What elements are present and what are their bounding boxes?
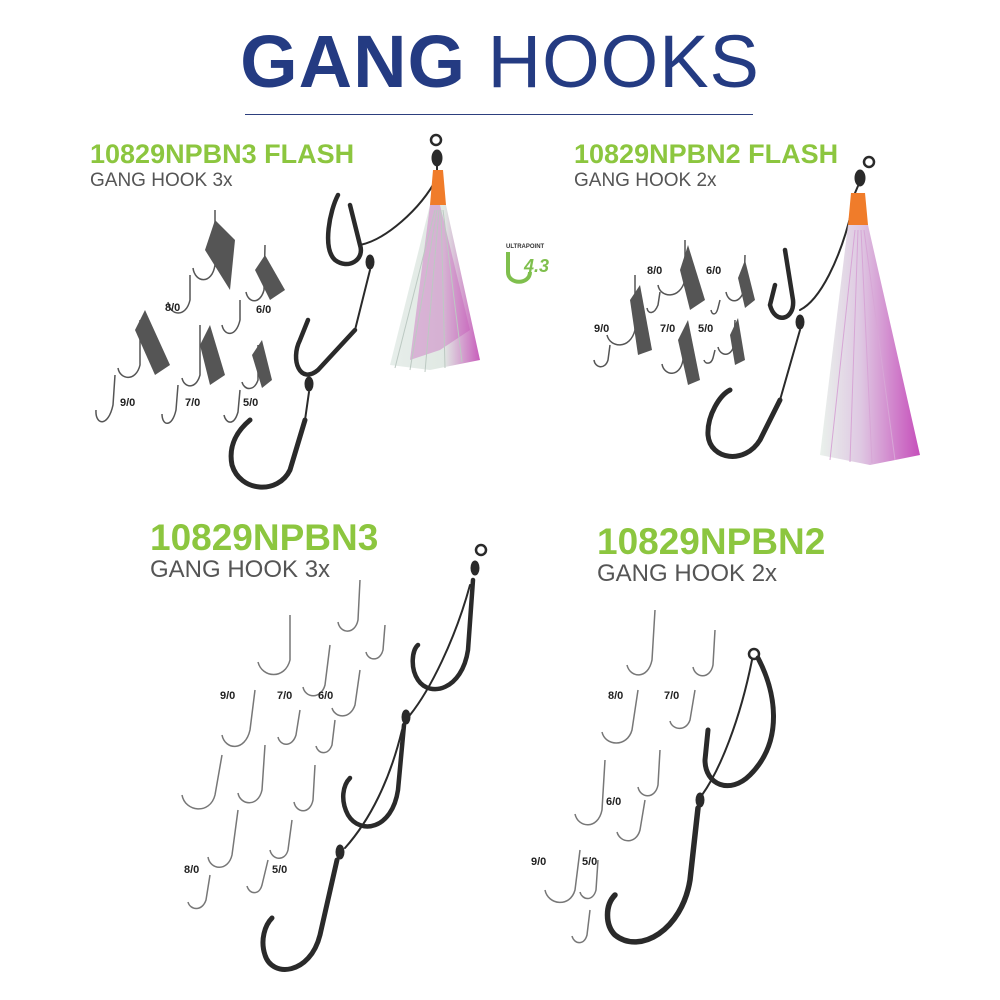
product-subtitle: GANG HOOK 2x xyxy=(574,170,717,191)
ring-icon xyxy=(862,155,876,169)
size-label: 5/0 xyxy=(272,864,288,876)
hook-icon xyxy=(410,577,476,692)
flash-2x-thumbnail-skirts xyxy=(630,245,755,385)
size-label: 9/0 xyxy=(220,690,236,702)
product-subtitle: GANG HOOK 3x xyxy=(90,170,233,191)
size-label: 5/0 xyxy=(243,397,259,409)
hook-icon xyxy=(293,317,358,377)
size-label: 7/0 xyxy=(185,397,201,409)
hook-icon xyxy=(702,655,776,789)
gang-2x-main-rig xyxy=(604,647,776,945)
flash-3x-size-thumbnails xyxy=(95,210,266,424)
flash-2x-main-rig xyxy=(705,155,876,459)
size-label: 5/0 xyxy=(698,323,714,335)
hook-icon xyxy=(767,247,796,320)
hook-icon xyxy=(260,857,340,972)
hook-icon xyxy=(228,417,308,490)
product-subtitle: GANG HOOK 2x xyxy=(597,560,778,587)
size-label: 5/0 xyxy=(582,856,598,868)
hook-icon xyxy=(325,192,364,267)
size-label: 8/0 xyxy=(184,864,200,876)
page-title: GANG HOOKS xyxy=(0,22,1000,102)
size-label: 6/0 xyxy=(606,796,622,808)
product-code: 10829NPBN2 FLASH xyxy=(574,139,839,169)
product-subtitle: GANG HOOK 3x xyxy=(150,556,331,583)
ring-icon xyxy=(474,543,488,557)
flash-2x-size-thumbnails xyxy=(593,240,746,374)
badge-brand: ULTRAPOINT xyxy=(506,244,545,250)
size-label: 9/0 xyxy=(531,856,547,868)
size-label: 6/0 xyxy=(706,265,722,277)
hook-icon xyxy=(705,387,783,459)
flash-2x-skirt xyxy=(820,193,920,465)
badge-value: 4.3 xyxy=(524,256,550,276)
size-label: 7/0 xyxy=(664,690,680,702)
swivel-icon xyxy=(854,169,866,187)
size-label: 8/0 xyxy=(608,690,624,702)
gang-3x-main-rig xyxy=(260,543,488,972)
size-label: 8/0 xyxy=(165,302,181,314)
product-code: 10829NPBN3 xyxy=(150,517,379,558)
flash-3x-thumbnail-skirts xyxy=(135,220,285,388)
swivel-icon xyxy=(470,560,480,576)
size-label: 7/0 xyxy=(660,323,676,335)
size-label: 6/0 xyxy=(256,304,272,316)
size-label: 7/0 xyxy=(277,690,293,702)
size-label: 9/0 xyxy=(120,397,136,409)
hook-icon xyxy=(604,805,701,945)
size-label: 9/0 xyxy=(594,323,610,335)
size-label: 6/0 xyxy=(318,690,334,702)
swivel-icon xyxy=(431,149,443,167)
title-bold: GANG xyxy=(240,20,467,103)
product-code: 10829NPBN2 xyxy=(597,521,826,562)
gang-3x-size-thumbnails xyxy=(181,579,386,910)
size-label: 8/0 xyxy=(647,265,663,277)
ultrapoint-badge-icon xyxy=(506,252,532,284)
ring-icon xyxy=(747,647,761,661)
hook-icon xyxy=(341,722,407,829)
product-code: 10829NPBN3 FLASH xyxy=(90,139,355,169)
title-divider xyxy=(245,114,753,115)
ring-icon xyxy=(429,133,443,147)
flash-3x-skirt xyxy=(390,170,480,373)
title-light: HOOKS xyxy=(487,20,760,103)
gang-2x-size-thumbnails xyxy=(544,609,716,944)
